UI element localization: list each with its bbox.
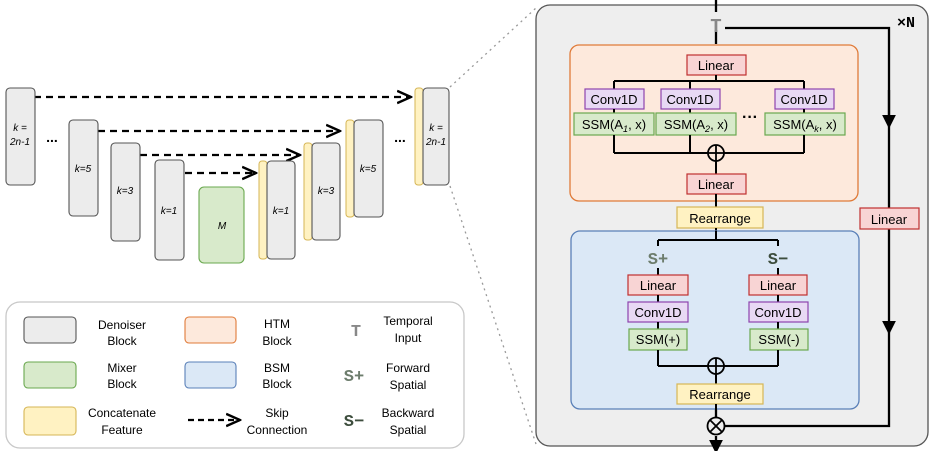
ssm-label-2-sub: 2 <box>704 124 710 134</box>
rearrange-block-top <box>676 206 764 229</box>
legend-swatch-mixer <box>23 361 77 389</box>
denoiser-block-k5-right <box>353 119 384 218</box>
block-label-k3-left: k=3 <box>117 186 134 197</box>
block-label-k-outer-right-a: k = <box>429 123 443 134</box>
concat-feature-k5 <box>345 119 355 218</box>
concat-feature-k1 <box>258 160 268 260</box>
ssm-label-1-open: SSM( <box>582 117 615 132</box>
legend: Denoiser Block Mixer Block Concatenate F… <box>5 301 465 449</box>
ssm-label-k-close: , x) <box>819 117 837 132</box>
legend-label-concat-1: Concatenate <box>88 406 156 420</box>
rearrange-block-bottom <box>676 383 764 405</box>
block-label-k-outer-right-b: 2n-1 <box>425 137 446 148</box>
mixer-label: M <box>218 221 227 232</box>
forward-spatial-symbol: S+ <box>648 251 668 270</box>
denoiser-block-k-outer-left <box>5 87 36 186</box>
legend-swatch-concat <box>23 406 77 436</box>
ssm-block-2 <box>655 112 737 136</box>
legend-symbol-temporal: T <box>351 323 361 342</box>
legend-label-mixer-2: Block <box>107 377 137 391</box>
legend-label-skip-1: Skip <box>265 406 289 420</box>
block-label-k5-right: k=5 <box>360 164 377 175</box>
block-label-k1-right: k=1 <box>273 206 289 217</box>
denoiser-block-k3-right <box>311 142 341 241</box>
ssm-label-1-sub: 1 <box>623 124 628 134</box>
temporal-branch-to-multiply <box>725 332 891 428</box>
conv1d-label-1: Conv1D <box>591 92 638 107</box>
block-label-k3-right: k=3 <box>318 186 335 197</box>
denoiser-block-k1-right <box>266 160 296 260</box>
multiply-x-b <box>709 419 723 433</box>
ellipsis-right: ... <box>394 129 406 145</box>
legend-label-forward-2: Spatial <box>390 378 427 392</box>
legend-label-mixer-1: Mixer <box>107 361 136 375</box>
mixer-block <box>198 186 245 264</box>
detail-panel: ×N T Linear Linear Conv1D Conv1D Conv1D … <box>535 0 929 454</box>
rearrange-label-bottom: Rearrange <box>689 387 750 402</box>
denoiser-block-k1-left <box>154 159 185 261</box>
legend-label-bsm-1: BSM <box>264 361 290 375</box>
backward-spatial-symbol: S− <box>768 251 788 270</box>
linear-label-htm-bottom: Linear <box>698 177 735 192</box>
rearrange-label-top: Rearrange <box>689 211 750 226</box>
concat-feature-k3 <box>303 142 313 241</box>
linear-label-forward: Linear <box>640 278 677 293</box>
linear-label-htm-top: Linear <box>698 58 735 73</box>
ssm-label-k: SSM(Ak, x) <box>773 117 837 134</box>
ssm-ellipsis: ··· <box>742 109 758 126</box>
ssm-label-2-close: , x) <box>710 117 728 132</box>
linear-label-backward: Linear <box>760 278 797 293</box>
legend-swatch-denoiser <box>23 316 77 344</box>
zoom-guide-top <box>449 7 537 88</box>
denoiser-block-k-outer-right <box>422 87 450 186</box>
temporal-input-symbol: T <box>710 16 721 38</box>
ssm-label-k-a: A <box>806 117 815 132</box>
legend-label-bsm-2: Block <box>262 377 292 391</box>
linear-block-temporal <box>859 207 920 230</box>
block-label-k-outer-a: k = <box>13 123 27 134</box>
linear-label-temporal: Linear <box>871 212 908 227</box>
concat-feature-outer <box>414 87 424 186</box>
legend-swatch-bsm <box>184 361 237 389</box>
legend-label-temporal-2: Input <box>395 331 422 345</box>
block-label-k1-left: k=1 <box>161 206 177 217</box>
ssm-label-2-a: A <box>696 117 705 132</box>
ssm-label-backward: SSM(-) <box>758 332 799 347</box>
legend-label-denoiser-2: Block <box>107 334 137 348</box>
legend-label-backward-2: Spatial <box>390 423 427 437</box>
legend-label-backward-1: Backward <box>382 406 435 420</box>
conv1d-label-backward: Conv1D <box>755 305 802 320</box>
unet-diagram: k = 2n-1 ... k=5 k=3 k=1 M k=1 k=3 k=5 .… <box>5 7 537 445</box>
legend-symbol-forward: S+ <box>344 368 364 387</box>
legend-label-skip-2: Connection <box>247 423 308 437</box>
block-label-k5-left: k=5 <box>75 164 92 175</box>
conv1d-label-2: Conv1D <box>667 92 714 107</box>
legend-label-forward-1: Forward <box>386 361 430 375</box>
ssm-label-1-a: A <box>614 117 623 132</box>
legend-label-temporal-1: Temporal <box>383 314 432 328</box>
temporal-branch-line <box>725 26 896 335</box>
legend-swatch-htm <box>184 316 237 344</box>
legend-label-htm-1: HTM <box>264 317 290 331</box>
ssm-label-2: SSM(A2, x) <box>664 117 728 134</box>
conv1d-label-forward: Conv1D <box>635 305 682 320</box>
legend-symbol-backward: S− <box>344 413 364 432</box>
ssm-label-k-open: SSM( <box>773 117 806 132</box>
ssm-label-1: SSM(A1, x) <box>582 117 646 134</box>
denoiser-block-k3-left <box>110 142 141 242</box>
legend-label-denoiser-1: Denoiser <box>98 318 146 332</box>
legend-label-concat-2: Feature <box>101 423 143 437</box>
conv1d-label-k: Conv1D <box>781 92 828 107</box>
ellipsis-left: ... <box>46 129 58 145</box>
repeat-label: ×N <box>897 15 915 32</box>
ssm-label-1-close: , x) <box>628 117 646 132</box>
block-label-k-outer-b: 2n-1 <box>9 137 30 148</box>
legend-label-htm-2: Block <box>262 334 292 348</box>
ssm-label-forward: SSM(+) <box>636 332 680 347</box>
ssm-label-2-open: SSM( <box>664 117 697 132</box>
denoiser-block-k5-left <box>68 119 99 217</box>
ssm-label-k-sub: k <box>814 124 819 134</box>
